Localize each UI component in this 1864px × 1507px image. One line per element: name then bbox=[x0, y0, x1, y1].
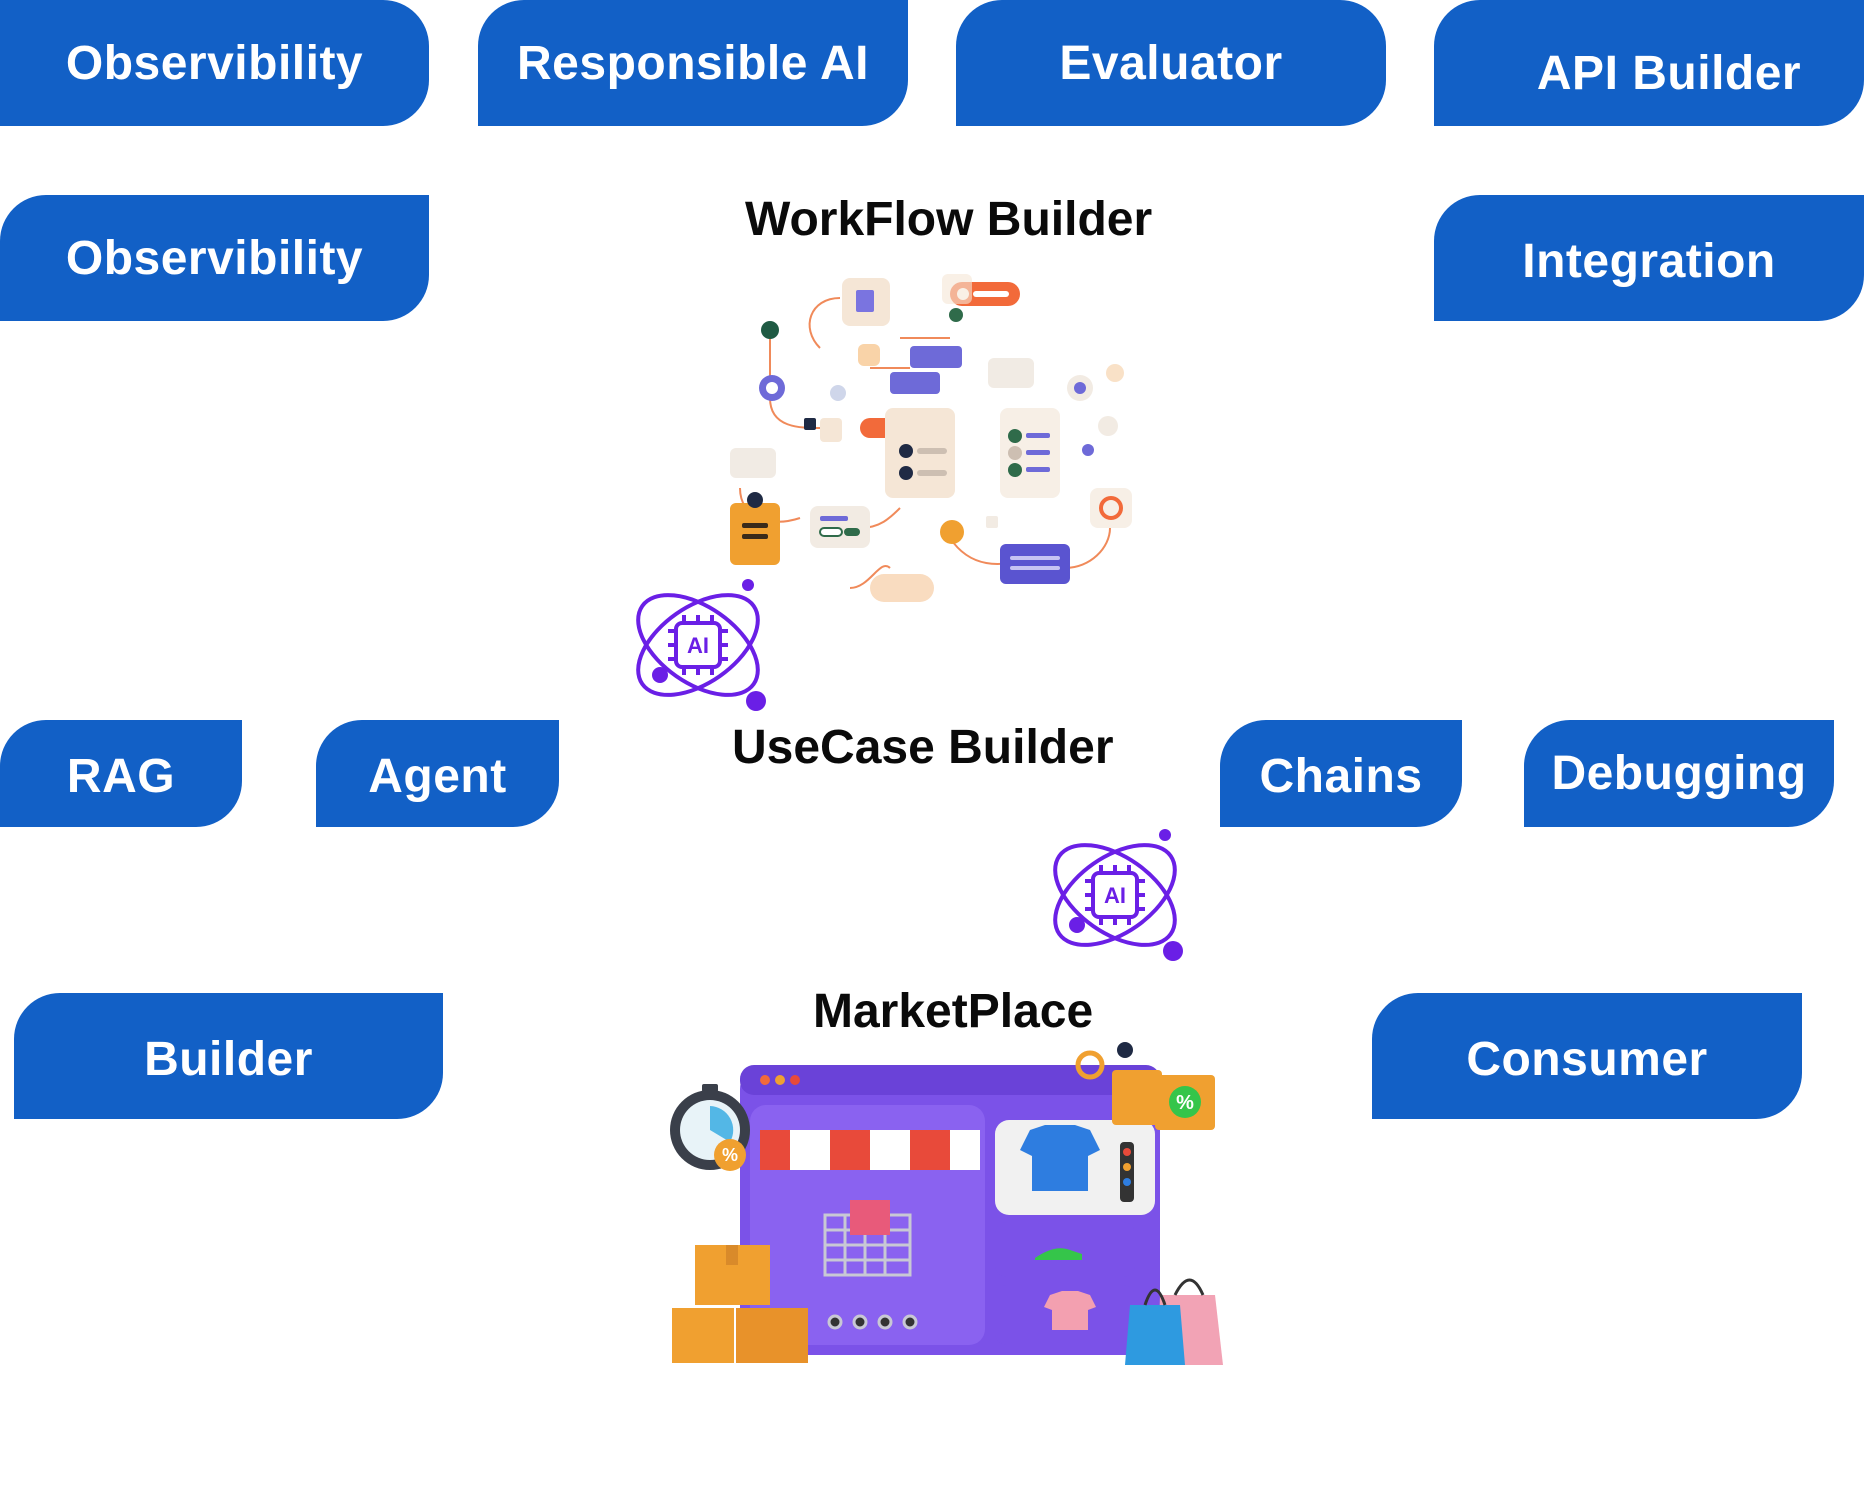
pill-label: Agent bbox=[368, 750, 507, 803]
pill-label: Chains bbox=[1259, 750, 1423, 803]
awning-icon bbox=[760, 1130, 980, 1170]
ai-atom-icon: AI bbox=[636, 579, 766, 711]
sneaker-icon bbox=[1035, 1248, 1082, 1260]
marketplace-title: MarketPlace bbox=[813, 985, 1094, 1038]
pill-consumer[interactable]: Consumer bbox=[1372, 993, 1802, 1119]
workflow-builder-title: WorkFlow Builder bbox=[745, 193, 1153, 246]
shopping-bag-icon bbox=[1125, 1278, 1223, 1365]
pill-label: API Builder bbox=[1536, 46, 1802, 100]
pill-observability-top[interactable]: Observibility bbox=[0, 0, 429, 126]
boxes-icon bbox=[672, 1245, 808, 1363]
pill-label: Builder bbox=[144, 1032, 313, 1086]
pill-label: Evaluator bbox=[1059, 36, 1283, 90]
pill-observability-second[interactable]: Observibility bbox=[0, 195, 429, 321]
pill-label: RAG bbox=[66, 750, 176, 803]
pill-debugging[interactable]: Debugging bbox=[1524, 720, 1834, 827]
ai-atom-icon: AI bbox=[1053, 829, 1183, 961]
pill-rag[interactable]: RAG bbox=[0, 720, 242, 827]
stopwatch-icon: % bbox=[670, 1084, 750, 1171]
tshirt-icon bbox=[1020, 1125, 1100, 1191]
pill-agent[interactable]: Agent bbox=[316, 720, 559, 827]
pill-label: Integration bbox=[1522, 234, 1776, 288]
pill-api-builder[interactable]: API Builder bbox=[1434, 0, 1864, 126]
pill-responsible-ai[interactable]: Responsible AI bbox=[478, 0, 908, 126]
tshirt-icon bbox=[1044, 1291, 1096, 1330]
ai-label: AI bbox=[687, 633, 709, 658]
pill-label: Observibility bbox=[65, 231, 364, 285]
marketplace-store-icon: % % bbox=[670, 1042, 1223, 1365]
pill-evaluator[interactable]: Evaluator bbox=[956, 0, 1386, 126]
ai-label: AI bbox=[1104, 883, 1126, 908]
discount-symbol: % bbox=[722, 1145, 738, 1165]
pill-label: Debugging bbox=[1551, 747, 1807, 800]
workflow-diagram-icon bbox=[730, 274, 1132, 602]
pill-label: Observibility bbox=[65, 36, 364, 90]
pill-integration[interactable]: Integration bbox=[1434, 195, 1864, 321]
usecase-builder-title: UseCase Builder bbox=[732, 721, 1114, 774]
pill-builder[interactable]: Builder bbox=[14, 993, 443, 1119]
pill-chains[interactable]: Chains bbox=[1220, 720, 1462, 827]
discount-tag-icon: % bbox=[1075, 1042, 1215, 1130]
discount-symbol: % bbox=[1176, 1092, 1194, 1114]
pill-label: Responsible AI bbox=[517, 36, 869, 90]
pill-label: Consumer bbox=[1466, 1032, 1708, 1086]
